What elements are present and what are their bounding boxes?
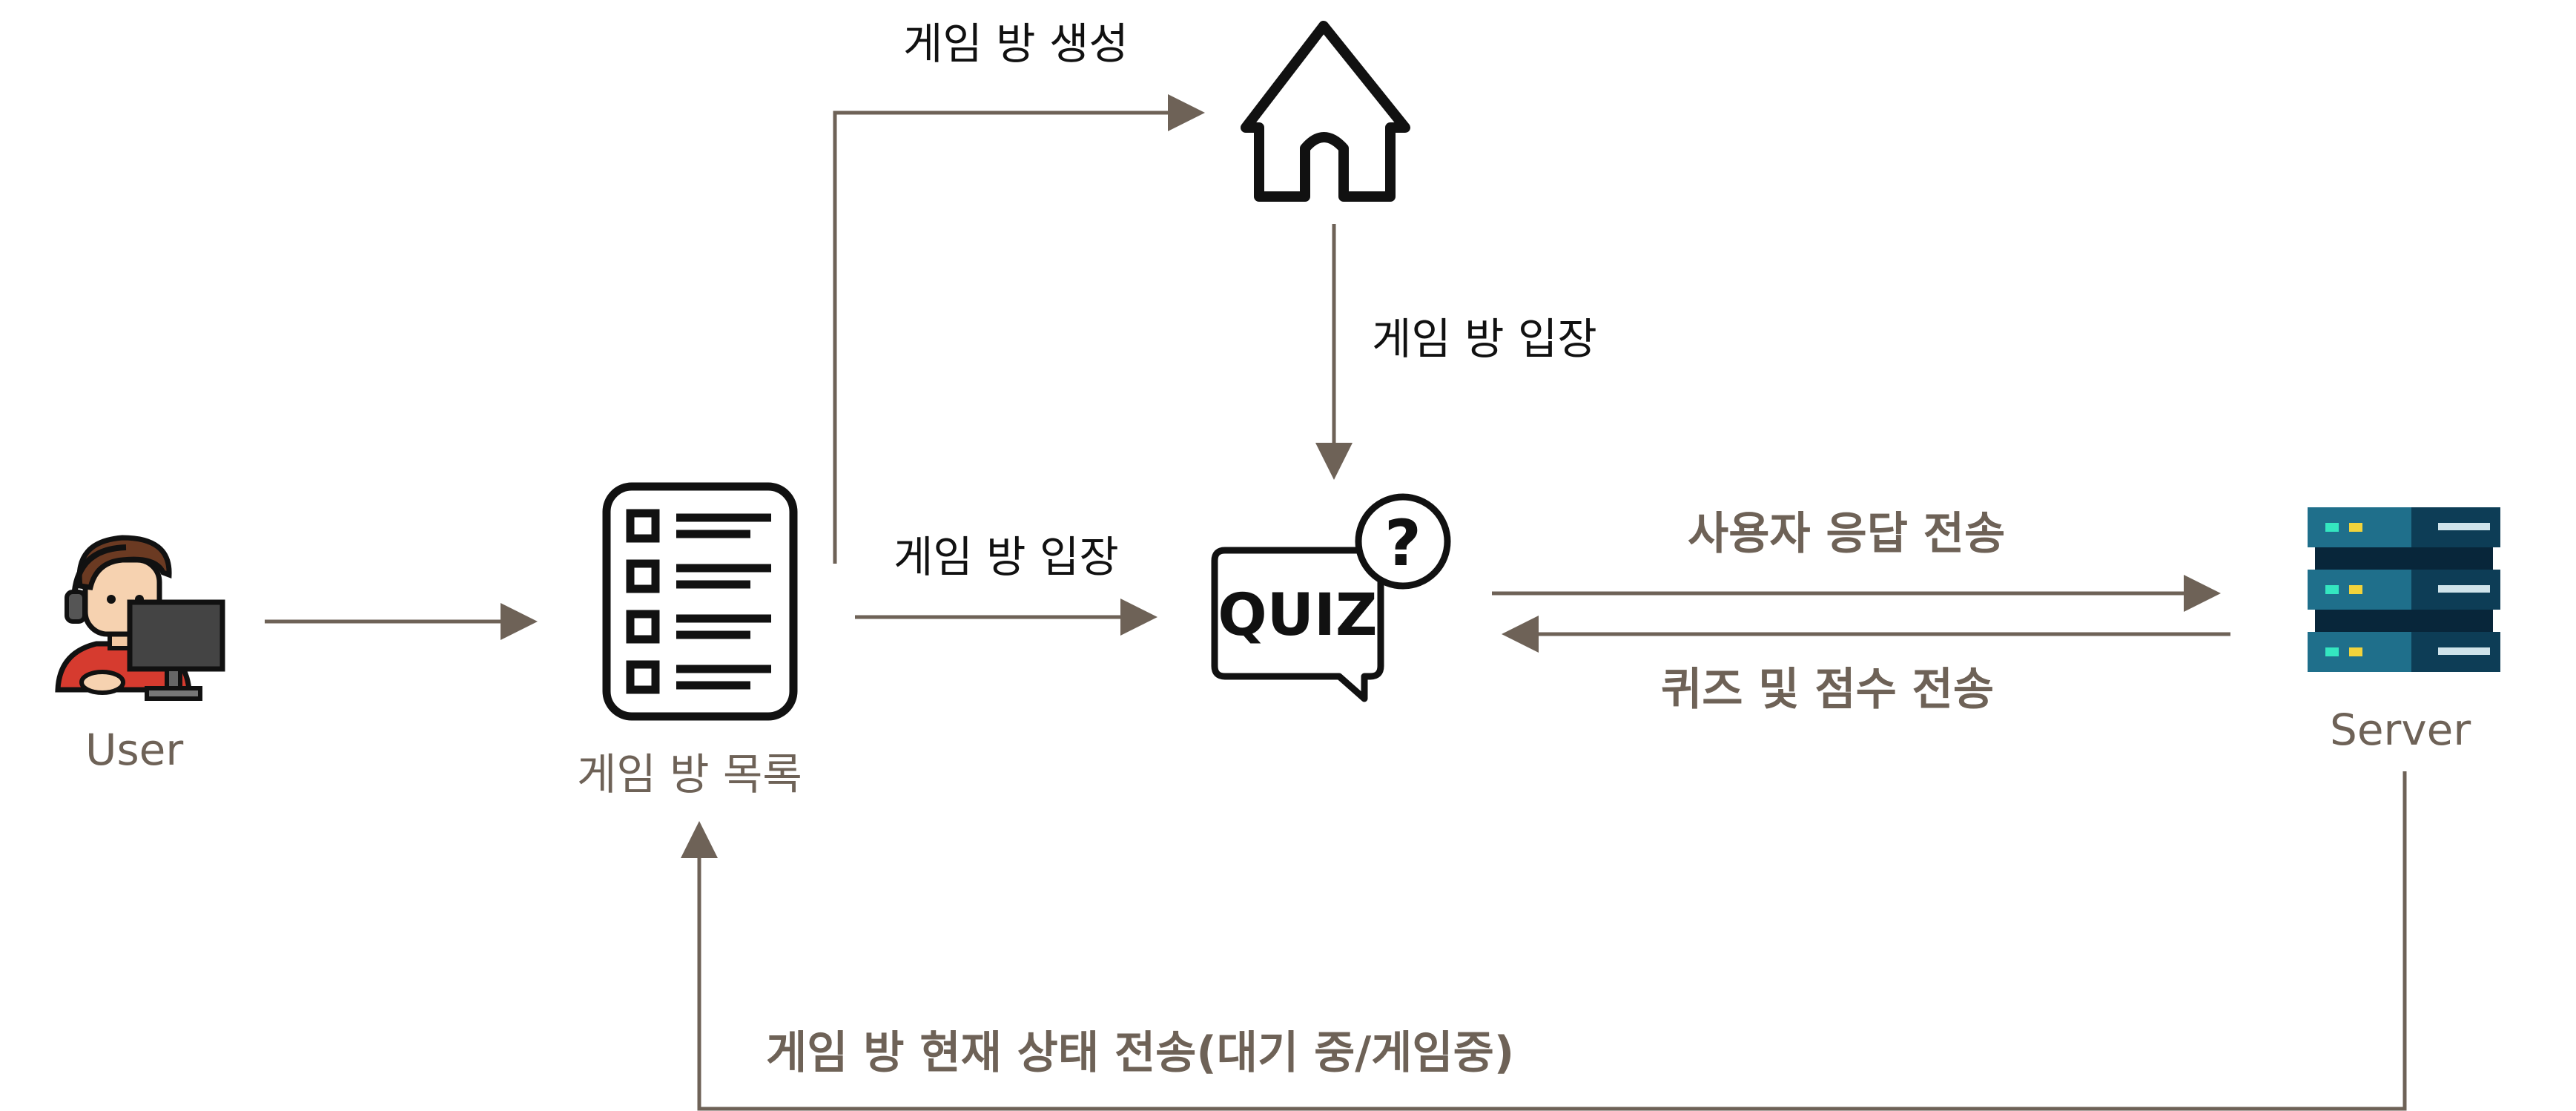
edge-label-send-quiz-score: 퀴즈 및 점수 전송 [1661,664,1995,716]
arrow-room-list-to-house [833,94,1205,564]
quiz-speech-bubble-icon: ? QUIZ [1211,493,1451,702]
room-list-label: 게임 방 목록 [577,749,802,800]
server-label: Server [2330,705,2471,755]
quiz-badge-text: ? [1384,507,1421,581]
edge-label-enter-room-from-house: 게임 방 입장 [1372,314,1597,364]
edge-label-create-room: 게임 방 생성 [903,19,1129,69]
checklist-icon [602,482,798,721]
edge-label-enter-room-from-list: 게임 방 입장 [894,532,1119,582]
server-rack-icon [2308,507,2500,672]
house-icon [1241,21,1410,202]
arrow-server-to-room-list [681,771,2407,1111]
edge-label-send-answer: 사용자 응답 전송 [1688,508,2006,560]
gamer-user-icon [55,535,225,701]
edge-label-send-room-status: 게임 방 현재 상태 전송(대기 중/게임중) [766,1027,1515,1079]
quiz-text: QUIZ [1218,582,1377,649]
user-label: User [85,725,184,775]
